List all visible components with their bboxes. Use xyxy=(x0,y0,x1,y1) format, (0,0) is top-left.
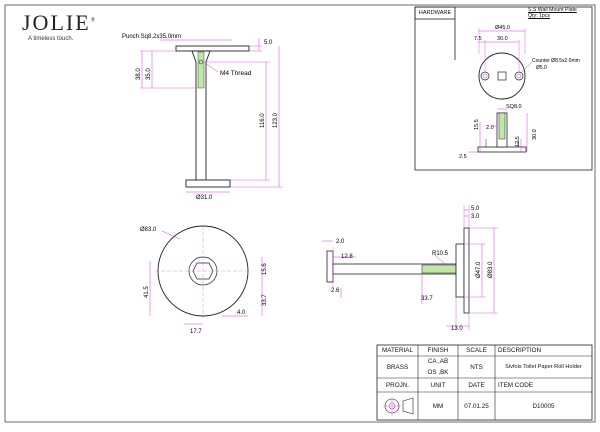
wall-plate-face xyxy=(478,52,526,100)
side-view: Punch Sq8.2x35.0mm 5.0 M4 Thread 38.0 35… xyxy=(122,34,283,201)
dim-side-d5: 5.0 xyxy=(264,40,273,46)
hardware-frame xyxy=(414,6,593,171)
date-label: DATE xyxy=(468,381,485,389)
front-view: Ø83.0 41.5 15.6 33.7 17.7 4.0 xyxy=(140,225,268,335)
plate-square-center xyxy=(497,71,507,81)
dim-plate-sq8: SQ8.0 xyxy=(506,104,522,110)
dim-sec-r105: R10.5 xyxy=(432,251,449,257)
dim-plate-d45: Ø45.0 xyxy=(495,25,510,31)
dim-side-d116: 116.0 xyxy=(260,113,266,128)
side-thread-hole xyxy=(198,59,204,65)
title-block-frame xyxy=(376,344,593,421)
dim-side-d38: 38.0 xyxy=(136,68,142,80)
hardware-box: Ø45.0 7.5 30.0 Counter Ø8.5x2.0mm Ø5.0 S… xyxy=(414,6,593,171)
dim-front-d156: 15.6 xyxy=(262,263,268,275)
dim-sec-d2: 2.0 xyxy=(336,239,345,245)
finish-value-1: CA ,AB xyxy=(427,358,449,365)
sheet-border xyxy=(4,4,596,423)
dim-sec-d5: 5.0 xyxy=(471,206,480,212)
dim-sec-d337: 33.7 xyxy=(421,296,433,302)
plate-hole-left-inner xyxy=(482,73,488,79)
section-collar xyxy=(455,243,465,298)
leader-counter xyxy=(520,61,533,74)
projn-label: PROJN. xyxy=(385,381,410,389)
dim-side-d123: 123.0 xyxy=(273,112,279,128)
side-post-insert xyxy=(197,51,205,89)
projection-symbol-icon xyxy=(383,397,414,415)
leader-thread xyxy=(203,61,219,73)
hardware-label: HARDWARE xyxy=(418,10,452,16)
brand-logo: JOLIE® xyxy=(22,10,97,36)
dim-plate-counter: Counter Ø8.5x2.0mm xyxy=(532,58,580,64)
section-rosette xyxy=(463,227,470,314)
dim-side-d31: Ø31.0 xyxy=(196,195,213,201)
dim-plate-d155: 15.5 xyxy=(474,119,480,130)
dim-side-d35: 35.0 xyxy=(146,68,152,80)
brand-name: JOLIE xyxy=(22,10,91,35)
section-view: 5.0 3.0 2.0 12.8 R10.5 Ø47.0 Ø83.0 2.6 3… xyxy=(322,205,498,332)
hardware-label-frame xyxy=(414,6,456,20)
dim-plate-d30: 30.0 xyxy=(497,36,508,42)
side-rosette xyxy=(175,45,250,52)
dim-punch: Punch Sq8.2x35.0mm xyxy=(122,34,181,40)
plate-title: S.S Wall Mount Plate xyxy=(528,7,577,13)
date-value: 07.01.25 xyxy=(464,402,489,410)
header-scale: SCALE xyxy=(466,347,487,354)
dim-sec-d47: Ø47.0 xyxy=(476,261,482,278)
item-code-label: ITEM CODE xyxy=(498,381,533,389)
unit-value: MM xyxy=(432,402,444,410)
plate-hole-right-inner xyxy=(516,73,522,79)
dim-plate-d50: Ø5.0 xyxy=(536,65,547,71)
dim-front-d337: 33.7 xyxy=(262,294,268,306)
header-material: MATERIAL xyxy=(381,347,414,354)
leader-r105 xyxy=(433,253,447,266)
header-finish: FINISH xyxy=(427,347,449,354)
dim-plate-d75: 7.5 xyxy=(474,36,482,42)
dim-sec-d13: 13.0 xyxy=(451,326,463,332)
dim-front-d415: 41.5 xyxy=(144,286,150,298)
section-end-cap xyxy=(326,250,334,283)
dim-thread: M4 Thread xyxy=(220,70,252,77)
scale-value: NTS xyxy=(470,363,483,371)
dim-sec-d3: 3.0 xyxy=(471,214,480,220)
brand-tagline: A timeless touch. xyxy=(28,36,74,42)
plate-qty: Qty: 1pcs xyxy=(528,13,550,19)
unit-label: UNIT xyxy=(430,381,446,389)
dim-plate-d25: 2.5 xyxy=(459,154,467,160)
finish-value-2: OS ,BK xyxy=(427,369,449,376)
header-description: DESCRIPTION xyxy=(498,347,542,354)
dim-plate-d300: 30.0 xyxy=(532,129,538,140)
dim-front-d40: 4.0 xyxy=(237,310,246,316)
dim-sec-d128: 12.8 xyxy=(341,254,353,260)
dim-front-d177: 17.7 xyxy=(190,329,202,335)
side-foot xyxy=(185,179,231,188)
item-code-value: D10005 xyxy=(532,402,555,410)
dim-plate-d20: 2.0 xyxy=(486,125,494,131)
dim-front-d83: Ø83.0 xyxy=(140,227,157,233)
material-value: BRASS xyxy=(386,363,409,371)
dim-sec-d83: Ø83.0 xyxy=(488,261,494,278)
dim-plate-d125: 12.5 xyxy=(515,136,521,147)
registered-mark: ® xyxy=(90,17,98,24)
leader-front-d83 xyxy=(161,230,181,240)
description-value: Sivfois Toilet Paper Roll Holder xyxy=(505,364,582,370)
section-insert xyxy=(421,264,457,274)
dim-sec-d26: 2.6 xyxy=(331,288,340,294)
plate-side-post-bore xyxy=(498,112,506,140)
